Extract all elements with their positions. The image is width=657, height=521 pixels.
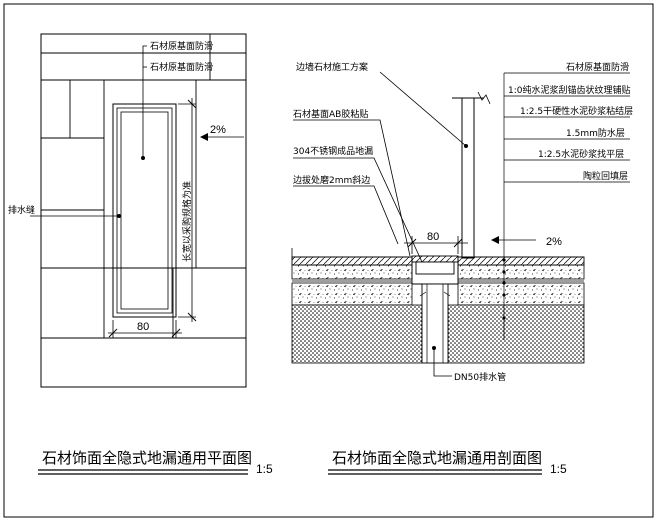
section-label-left-2: 石材基面AB胶粘贴: [293, 108, 368, 120]
section-slope: 2%: [546, 236, 562, 248]
section-label-left-3: 304不锈钢成品地漏: [293, 145, 373, 157]
plan-drain-seam-label: 排水缝: [8, 204, 35, 216]
plan-view: [30, 33, 247, 388]
plan-slope: 2%: [210, 124, 226, 136]
section-pipe-label: DN50排水管: [454, 371, 506, 383]
section-title: 石材饰面全隐式地漏通用剖面图: [332, 449, 542, 467]
section-width-dim: 80: [427, 231, 439, 243]
section-view: [291, 71, 630, 377]
plan-length-note: 长宽以采购规格为准: [181, 181, 193, 262]
section-label-right-4: 1.5mm防水层: [566, 127, 625, 139]
plan-label-top1: 石材原基面防滑: [150, 40, 213, 52]
section-label-right-1: 石材原基面防滑: [566, 61, 629, 73]
section-label-right-5: 1:2.5水泥砂浆找平层: [538, 148, 624, 160]
outer-border: [3, 3, 654, 518]
section-label-left-4: 边拔处磨2mm斜边: [293, 174, 370, 186]
plan-label-top2: 石材原基面防滑: [150, 61, 213, 73]
plan-title-underline: [38, 469, 248, 475]
section-label-right-3: 1:2.5干硬性水泥砂浆粘结层: [520, 105, 633, 117]
section-title-underline: [328, 469, 542, 475]
plan-width-dim: 80: [137, 321, 149, 333]
section-label-right-2: 1:0纯水泥浆刮锚齿状纹理铺贴: [508, 84, 631, 96]
plan-scale: 1:5: [256, 462, 273, 476]
section-label-left-1: 边墙石材施工方案: [296, 61, 368, 73]
section-scale: 1:5: [550, 462, 567, 476]
section-label-right-6: 陶粒回填层: [583, 170, 628, 182]
plan-title: 石材饰面全隐式地漏通用平面图: [42, 449, 252, 467]
